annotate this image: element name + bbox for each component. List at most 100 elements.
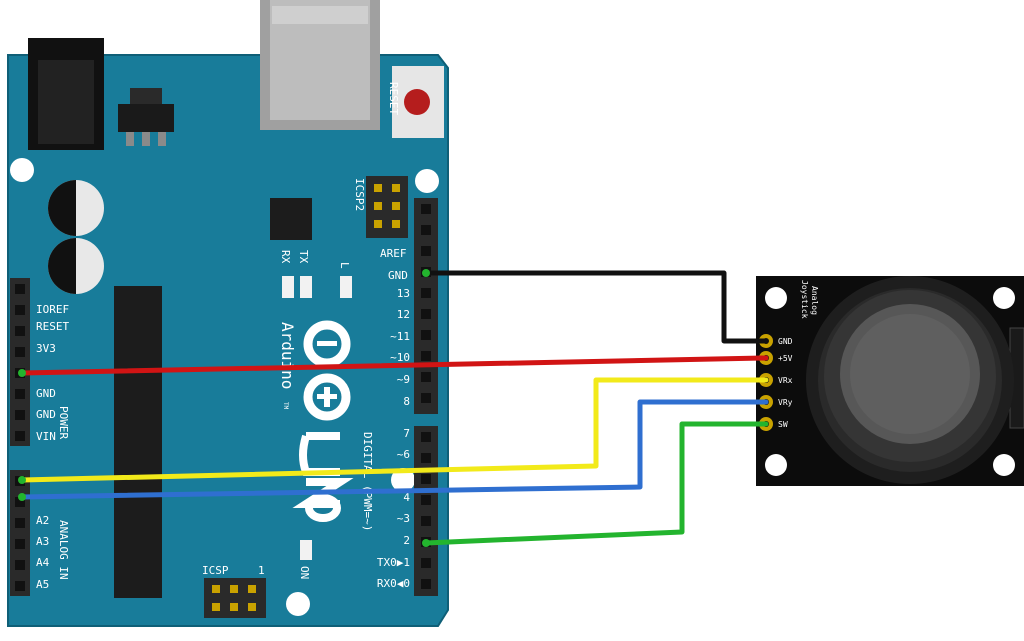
power-pin-label: IOREF (36, 303, 69, 316)
digital-pin-label: 2 (403, 534, 410, 547)
power-pin-label: RESET (36, 320, 69, 333)
mount-hole (993, 287, 1015, 309)
digital-pin-label: 8 (403, 395, 410, 408)
on-label: ON (298, 566, 311, 579)
header-pin[interactable] (421, 453, 431, 463)
header-pin[interactable] (15, 560, 25, 570)
header-pin[interactable] (421, 351, 431, 361)
tm-label: TM (282, 402, 289, 410)
vrx-wire (19, 377, 769, 483)
header-pin[interactable] (421, 372, 431, 382)
joystick-pin-label: SW (778, 420, 788, 429)
power-label: POWER (57, 406, 70, 439)
analog-pin-label: A5 (36, 578, 49, 591)
digital-pin-label: ~3 (397, 512, 410, 525)
atmega-chip (114, 286, 162, 598)
tx-led (300, 276, 312, 298)
header-pin[interactable] (15, 410, 25, 420)
header-pin[interactable] (421, 393, 431, 403)
digital-pin-label: RX0◀0 (377, 577, 410, 590)
analog-header (10, 470, 30, 596)
voltage-regulator (118, 104, 174, 132)
digital-pin-label: TX0▶1 (377, 556, 410, 569)
header-pin[interactable] (15, 581, 25, 591)
arduino-logo (303, 320, 351, 421)
vry-wire (19, 399, 769, 500)
mount-hole (10, 158, 34, 182)
digital-pin-label: ~6 (397, 448, 410, 461)
analog-pin-label: A3 (36, 535, 49, 548)
digital-pin-label: 12 (397, 308, 410, 321)
mount-hole (391, 468, 415, 492)
arduino-board: RESET ICSP2 AREF GND TX RX L ON Arduino … (7, 0, 449, 627)
header-pin[interactable] (421, 474, 431, 484)
5v-wire (19, 355, 769, 376)
usb-chip (270, 198, 312, 240)
digital-header-lower (414, 426, 438, 596)
brand-label: Arduino (278, 322, 297, 389)
power-pin-label: 3V3 (36, 342, 56, 355)
header-pin[interactable] (421, 288, 431, 298)
header-pin[interactable] (421, 516, 431, 526)
digital-pin-label: ~10 (390, 351, 410, 364)
icsp-pin1-label: 1 (258, 564, 265, 577)
power-pin-label: GND (36, 408, 56, 421)
joystick-pin-label: GND (778, 337, 793, 346)
header-pin[interactable] (15, 539, 25, 549)
analog-label: ANALOG IN (57, 520, 70, 580)
header-pin[interactable] (421, 495, 431, 505)
joystick-title-line1: Analog (810, 286, 819, 315)
header-pin[interactable] (15, 389, 25, 399)
digital-pin-label: ~9 (397, 373, 410, 386)
header-pin[interactable] (421, 309, 431, 319)
digital-label: DIGITAL (PWM=~) (361, 432, 374, 531)
icsp-label: ICSP (202, 564, 229, 577)
joystick-pin-label: VRy (778, 398, 793, 407)
on-led (300, 540, 312, 560)
power-pin-label: VIN (36, 430, 56, 443)
mount-hole (993, 454, 1015, 476)
icsp2-label: ICSP2 (353, 178, 366, 211)
power-pin-label: GND (36, 387, 56, 400)
header-pin[interactable] (421, 432, 431, 442)
header-pin[interactable] (15, 347, 25, 357)
header-pin[interactable] (421, 558, 431, 568)
mount-hole (415, 169, 439, 193)
gnd-label: GND (388, 269, 408, 282)
analog-pin-label: A4 (36, 556, 50, 569)
header-pin[interactable] (15, 518, 25, 528)
mount-hole (765, 287, 787, 309)
rx-label: RX (279, 250, 292, 264)
header-pin[interactable] (15, 431, 25, 441)
header-pin[interactable] (421, 204, 431, 214)
header-pin[interactable] (15, 305, 25, 315)
aref-label: AREF (380, 247, 407, 260)
header-pin[interactable] (15, 284, 25, 294)
header-pin[interactable] (421, 330, 431, 340)
gnd-wire (423, 270, 769, 344)
l-label: L (338, 262, 351, 269)
joystick-pin-label: +5V (778, 354, 793, 363)
digital-pin-label: 7 (403, 427, 410, 440)
header-pin[interactable] (15, 326, 25, 336)
sw-wire (423, 421, 769, 546)
analog-pin-label: A2 (36, 514, 49, 527)
header-pin[interactable] (421, 225, 431, 235)
header-pin[interactable] (421, 579, 431, 589)
wire-ends (18, 269, 430, 547)
icsp-header (204, 578, 266, 618)
reset-label: RESET (387, 82, 400, 115)
mount-hole (765, 454, 787, 476)
l-led (340, 276, 352, 298)
digital-pin-label: 4 (403, 491, 410, 504)
mount-hole (286, 592, 310, 616)
tx-label: TX (297, 250, 310, 264)
header-pin[interactable] (421, 246, 431, 256)
joystick-pin-label: VRx (778, 376, 793, 385)
digital-pin-label: 13 (397, 287, 410, 300)
header-pin[interactable] (15, 497, 25, 507)
rx-led (282, 276, 294, 298)
joystick-title-line2: Joystick (800, 280, 809, 319)
